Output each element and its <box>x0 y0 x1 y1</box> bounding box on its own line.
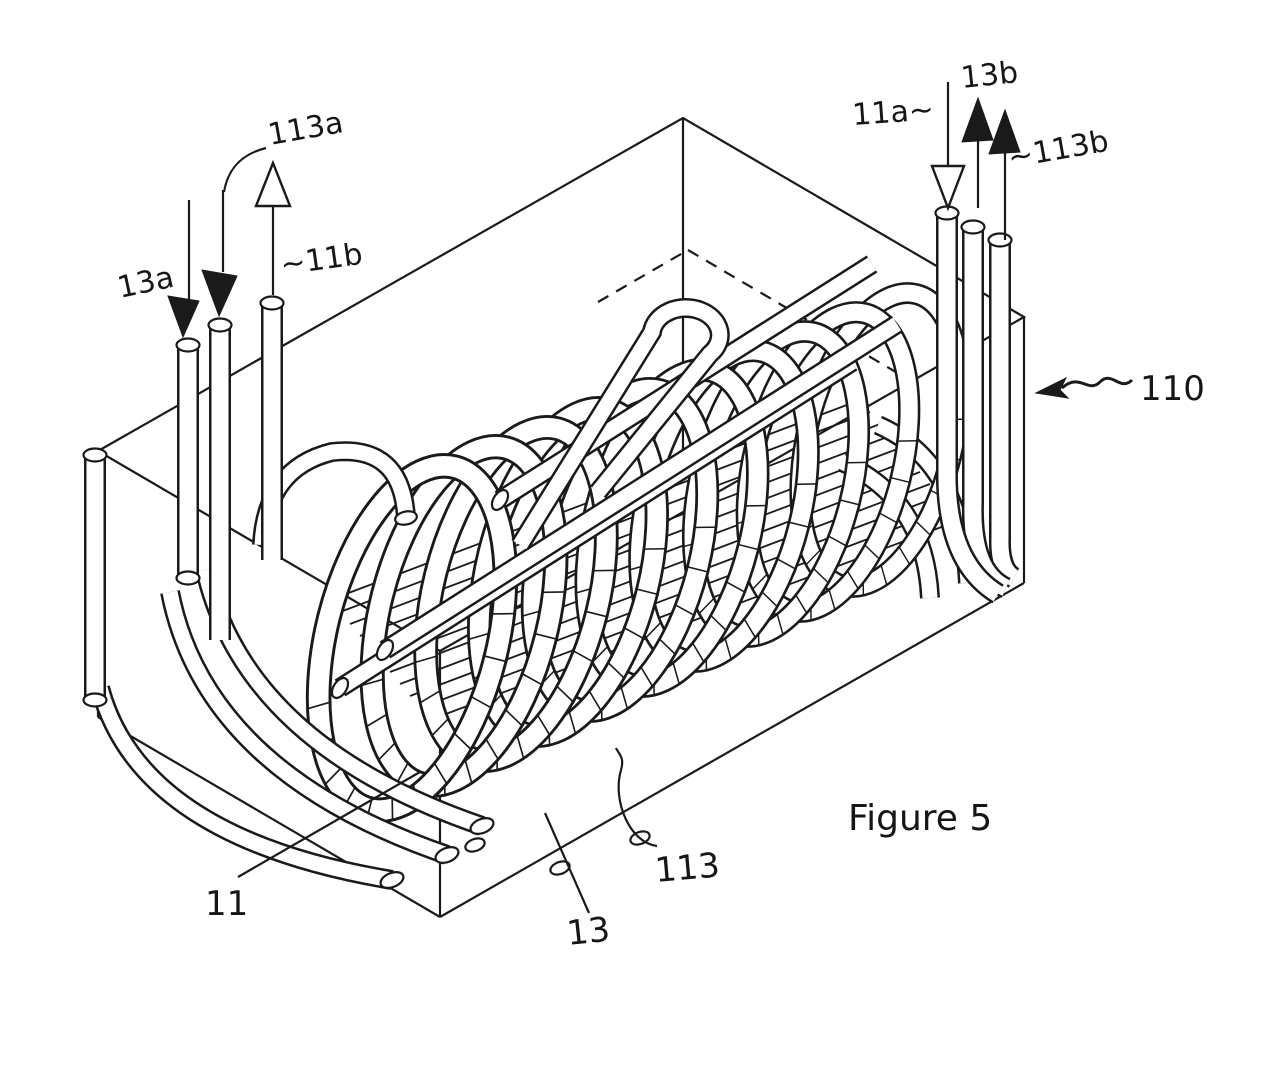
arrow-up-11b <box>254 159 292 295</box>
label-11: 11 <box>205 884 248 924</box>
label-11a: 11a~ <box>851 92 935 133</box>
winding-cross-tubes <box>329 264 897 700</box>
arrow-up-113b <box>988 108 1021 240</box>
leader-113 <box>614 747 658 848</box>
arrow-down-13a <box>167 200 200 339</box>
leader-11 <box>237 771 421 878</box>
figure-caption: Figure 5 <box>848 798 992 839</box>
label-113: 113 <box>653 845 721 891</box>
arrow-up-13b <box>961 96 994 208</box>
label-113a: 113a <box>265 105 346 153</box>
flow-arrows-right <box>930 82 1021 240</box>
label-110: 110 <box>1140 369 1205 409</box>
tube-end-stubs <box>464 830 651 876</box>
arrow-down-113a <box>201 190 238 318</box>
left-terminal-tubes <box>82 297 495 891</box>
leader-13 <box>543 812 591 914</box>
label-13a: 13a <box>114 260 177 306</box>
label-113b: ~113b <box>1005 124 1111 176</box>
label-13: 13 <box>565 910 612 954</box>
pointer-110 <box>1034 376 1134 399</box>
label-13b: 13b <box>959 55 1020 96</box>
arrow-down-11a <box>930 82 966 212</box>
leader-113a <box>222 146 267 193</box>
reference-labels: 113a 13a ~11b 11a~ 13b ~113b 110 11 13 1… <box>114 55 1205 954</box>
right-terminal-tubes <box>934 207 1015 595</box>
leader-lines <box>222 146 1134 914</box>
label-11b: ~11b <box>278 237 364 283</box>
flow-arrows-left <box>167 159 292 339</box>
